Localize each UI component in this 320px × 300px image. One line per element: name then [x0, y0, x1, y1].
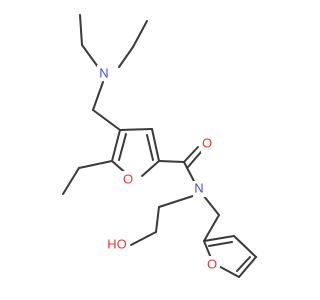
bond-c4-c5: [111, 129, 121, 162]
bond-c3-c2-double: [146, 134, 154, 161]
ethyl-substituent: [62, 160, 113, 195]
bond-c3-c2: [151, 128, 160, 162]
amine-nitrogen-label: N: [99, 65, 108, 80]
bond-ethyl2-ch2: [118, 46, 134, 68]
bond-ethyl1-ch2: [81, 44, 99, 68]
bond-ch2a-ch2b: [155, 206, 160, 233]
furfuryl-group: [202, 194, 257, 278]
molecule-structure: N O O N HO O: [62, 14, 257, 278]
bond-n-ch2a: [158, 194, 197, 208]
bond-f-c4-c5-double: [236, 256, 251, 272]
bond-ch2b-oh: [130, 231, 157, 246]
bond-c2-o1: [141, 160, 160, 177]
atom-labels: N O O N HO O: [97, 65, 220, 272]
furan-oxygen-label: O: [123, 171, 133, 186]
central-furan-ring: [111, 128, 160, 177]
amide-nitrogen-label: N: [194, 180, 203, 195]
bond-n-ch2: [202, 194, 220, 216]
carbonyl-oxygen-label: O: [202, 135, 212, 150]
side-furan-oxygen-label: O: [207, 256, 217, 271]
bond-c5-ch2: [78, 160, 113, 169]
bond-ch2-ch3: [62, 167, 80, 195]
hydroxyl-label: HO: [107, 236, 127, 251]
bond-ethyl1-ch3: [79, 14, 83, 46]
bond-f-c2-c3-double: [208, 241, 233, 247]
bond-ch2-furan-c2: [203, 214, 220, 242]
bond-f-c3-c2: [203, 235, 235, 242]
bond-c4-c5-double: [118, 133, 127, 161]
bond-c4-c3: [119, 128, 153, 131]
hydroxyethyl-chain: [130, 194, 197, 246]
bond-f-c4-c3: [233, 235, 257, 258]
bond-c2-carbonyl: [158, 160, 185, 163]
bond-ch2-furan-c4: [92, 109, 121, 131]
bond-f-c5-c4: [238, 256, 257, 278]
carboxamide-group: [158, 146, 202, 186]
bond-carbonyl-o-double: [187, 151, 202, 168]
bond-ethyl2-ch3: [132, 20, 148, 48]
bond-n-ch2-link: [92, 81, 104, 111]
bond-carbonyl-o: [183, 146, 199, 163]
diethylamino-group: [79, 14, 148, 111]
